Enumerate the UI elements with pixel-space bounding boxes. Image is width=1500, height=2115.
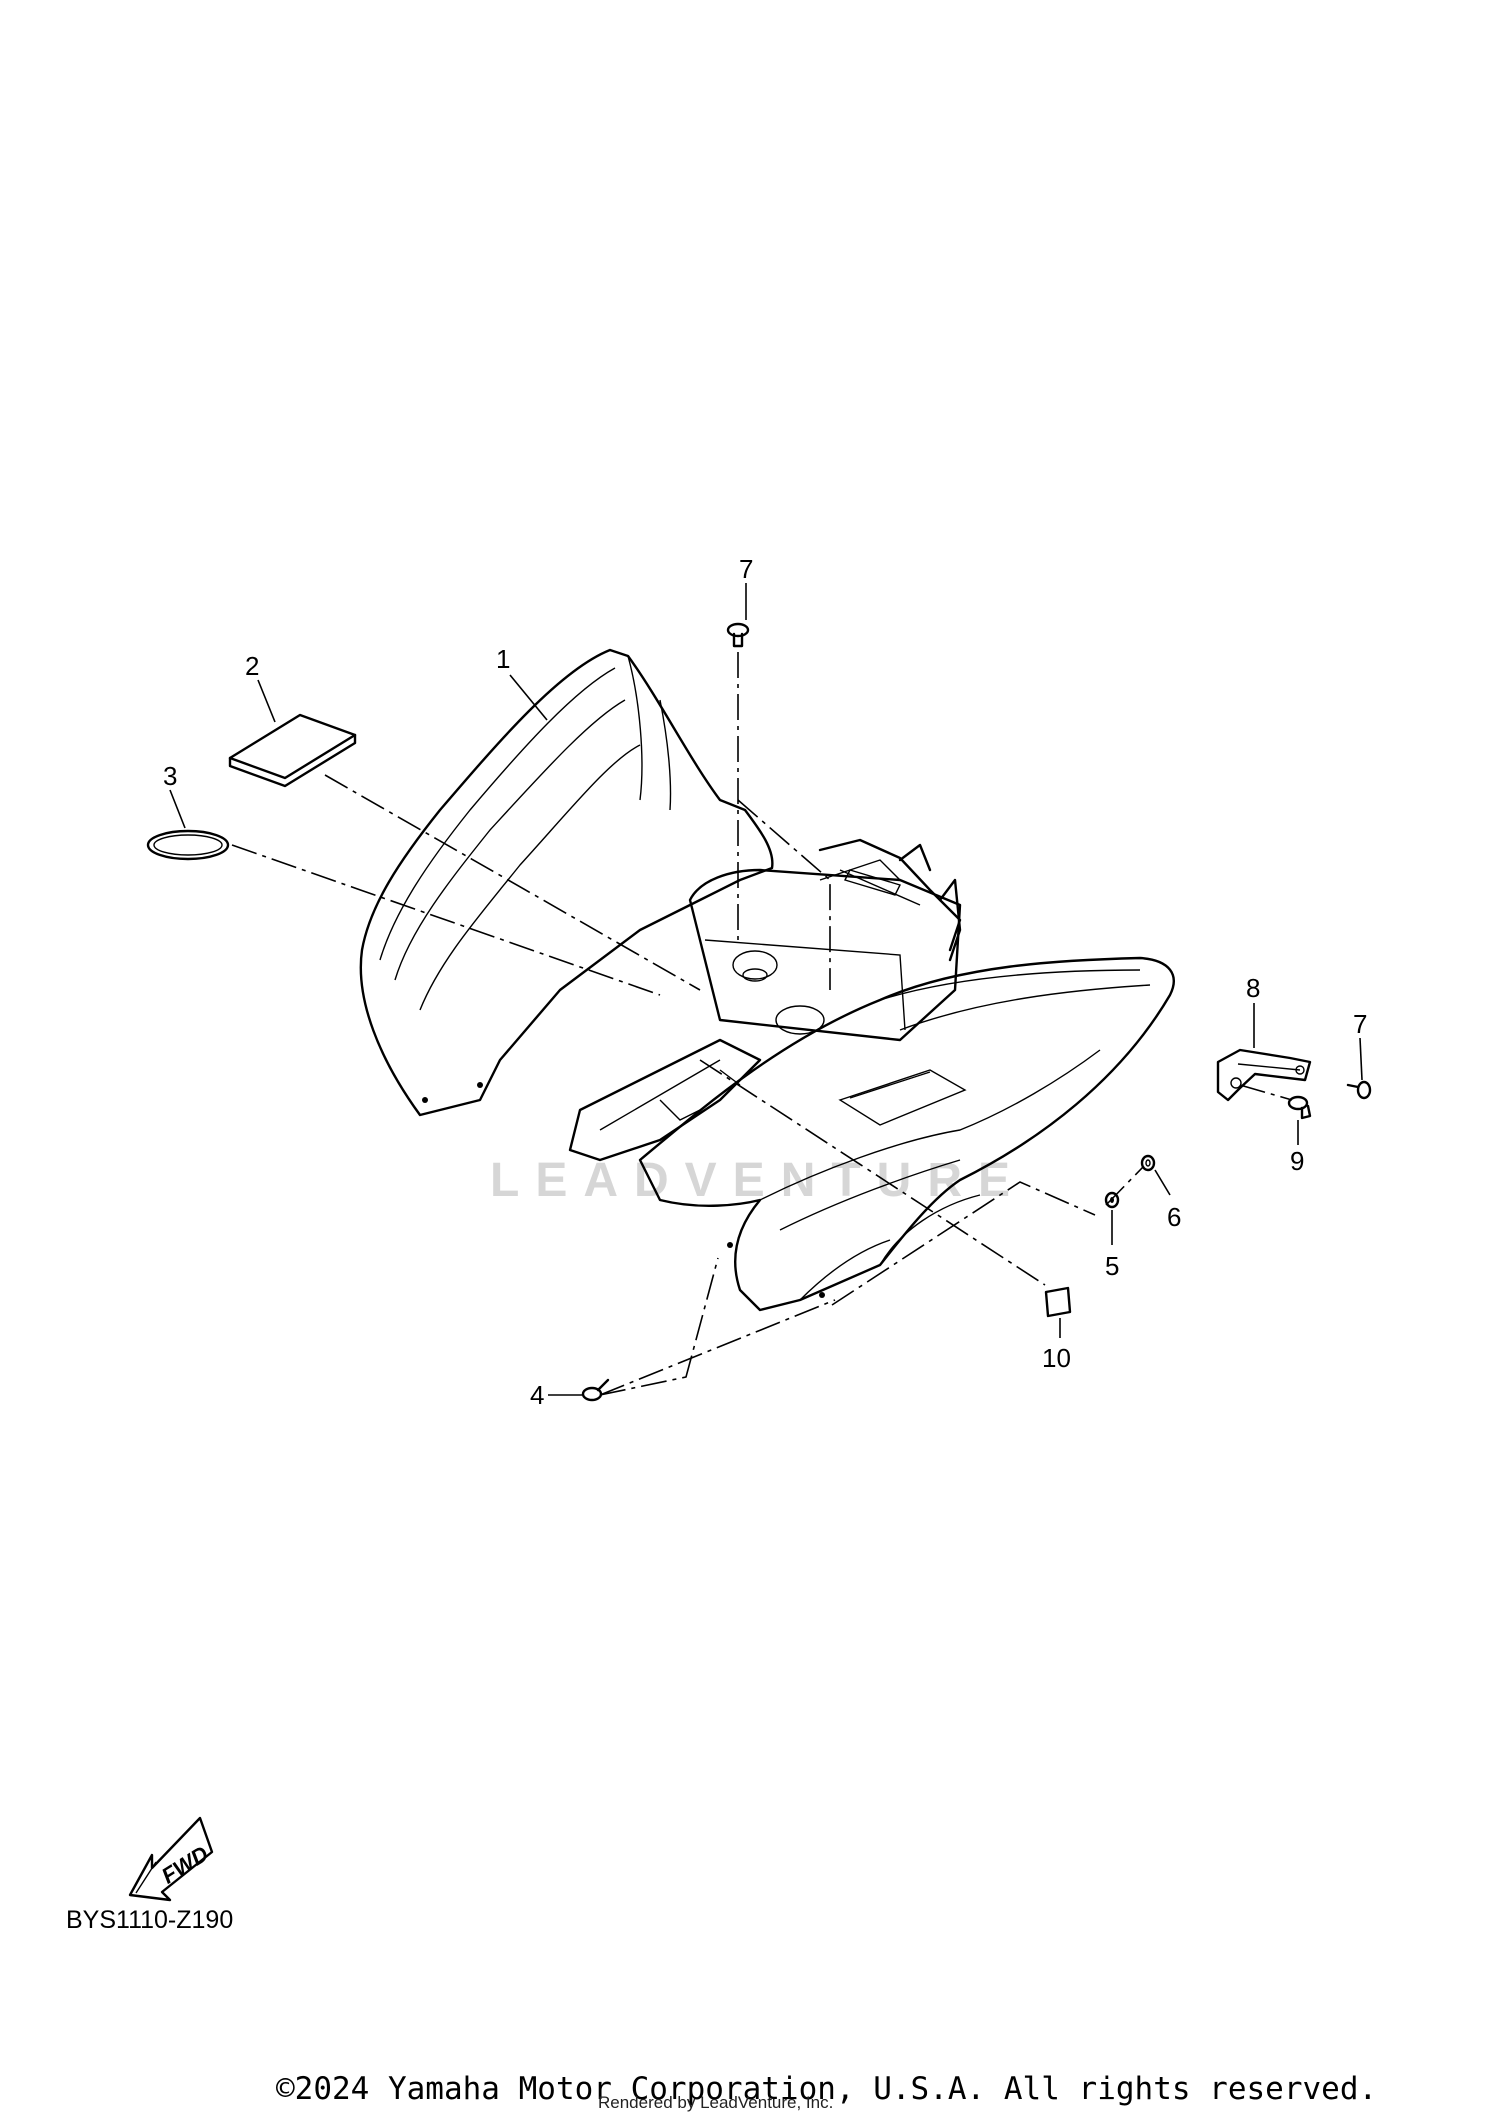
fwd-label: FWD xyxy=(157,1841,213,1889)
callout-4[interactable]: 4 xyxy=(530,1380,544,1410)
callout-5[interactable]: 5 xyxy=(1105,1251,1119,1281)
screw-part-4[interactable] xyxy=(581,1378,610,1402)
callout-labels: 1 2 3 4 5 6 7 7 8 9 10 xyxy=(163,554,1367,1410)
callout-3[interactable]: 3 xyxy=(163,761,177,791)
bolt-part-9[interactable] xyxy=(1287,1095,1312,1120)
fwd-arrow-icon: FWD xyxy=(128,1816,214,1902)
ring-part-3[interactable] xyxy=(146,829,230,861)
bolt-part-7-top[interactable] xyxy=(726,622,750,648)
callout-leaders xyxy=(169,583,1363,1396)
rendered-by-text: Rendered by LeadVenture, Inc. xyxy=(598,2093,833,2112)
callout-8[interactable]: 8 xyxy=(1246,973,1260,1003)
callout-2[interactable]: 2 xyxy=(245,651,259,681)
bolt-part-7-right[interactable] xyxy=(1346,1080,1372,1100)
diagram-code: BYS1110-Z190 xyxy=(66,1906,233,1934)
rear-fender-part-1[interactable] xyxy=(359,648,1175,1312)
watermark: LEADVENTURE xyxy=(490,1154,1026,1207)
nut-part-6[interactable] xyxy=(1140,1154,1156,1172)
assembly-lines xyxy=(231,652,1293,1396)
bracket-part-8[interactable] xyxy=(1216,1048,1312,1102)
callout-10[interactable]: 10 xyxy=(1042,1343,1071,1373)
decal-part-2[interactable] xyxy=(228,713,357,788)
callout-7-top[interactable]: 7 xyxy=(739,554,753,584)
callout-6[interactable]: 6 xyxy=(1167,1202,1181,1232)
label-part-10[interactable] xyxy=(1044,1286,1072,1318)
callout-7-right[interactable]: 7 xyxy=(1353,1009,1367,1039)
copyright-text: ©2024 Yamaha Motor Corporation, U.S.A. A… xyxy=(276,2071,1377,2107)
callout-1[interactable]: 1 xyxy=(496,644,510,674)
callout-9[interactable]: 9 xyxy=(1290,1146,1304,1176)
